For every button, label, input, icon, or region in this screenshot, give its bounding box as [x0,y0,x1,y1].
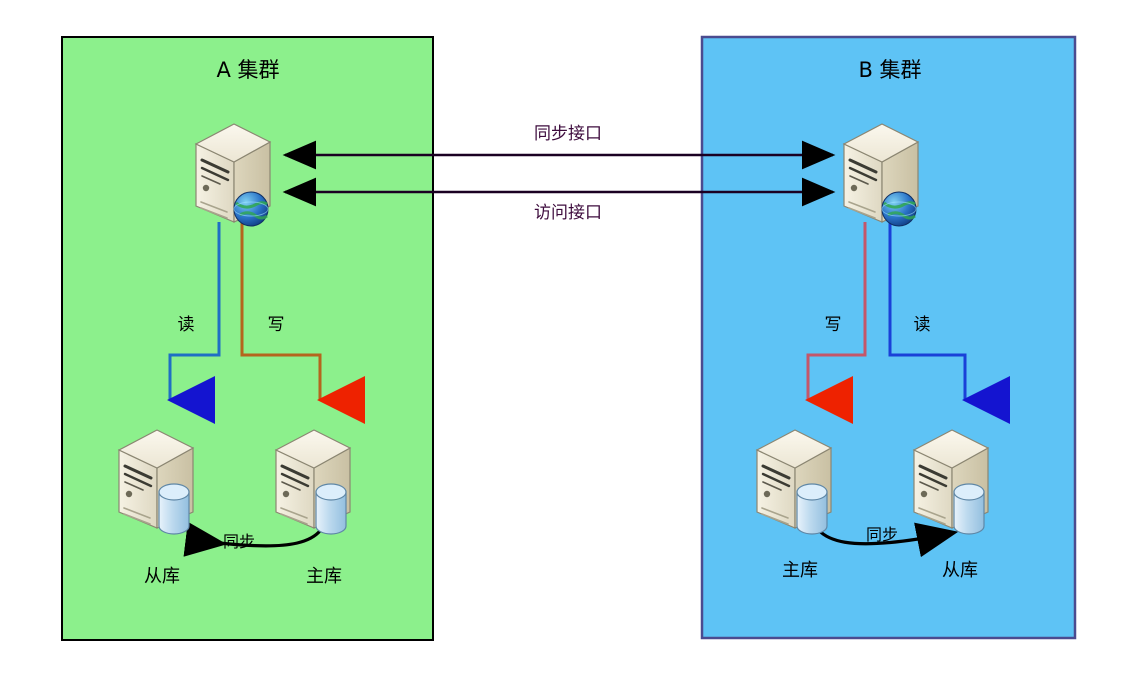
cluster-a-slave-db-label: 从库 [144,566,180,587]
cluster-a-read-path [167,222,221,424]
cluster-b-app-server [842,122,920,227]
cluster-b-write-label: 写 [825,315,842,335]
cluster-b-slave-db-label: 从库 [942,560,978,581]
cluster-a-master-db-label: 主库 [306,566,342,587]
cluster-a-title: A 集群 [216,58,279,82]
cluster-a-slave-db-server [117,428,195,535]
cluster-a-master-db-server [274,428,352,535]
cluster-b-read-label: 读 [914,315,931,335]
cluster-b-sync-label: 同步 [866,525,898,544]
cluster-b-title: B 集群 [858,58,921,82]
globe-icon [881,191,917,227]
database-icon [158,483,190,535]
cluster-b-read-path [888,222,1010,424]
cluster-b-master-db-server [755,428,833,535]
database-icon [953,483,985,535]
cluster-a-sync-label: 同步 [223,532,255,551]
globe-icon [233,191,269,227]
cluster-b-master-db-label: 主库 [782,560,818,581]
cluster-b-write-path [805,222,867,424]
access-interface-label: 访问接口 [534,203,602,223]
cluster-a-read-label: 读 [178,315,195,335]
cluster-b-slave-db-server [912,428,990,535]
database-icon [796,483,828,535]
cluster-a-app-server [194,122,272,227]
cluster-a-write-label: 写 [268,315,285,335]
cluster-a-write-path [240,222,365,424]
sync-interface-label: 同步接口 [534,124,602,144]
database-icon [315,483,347,535]
